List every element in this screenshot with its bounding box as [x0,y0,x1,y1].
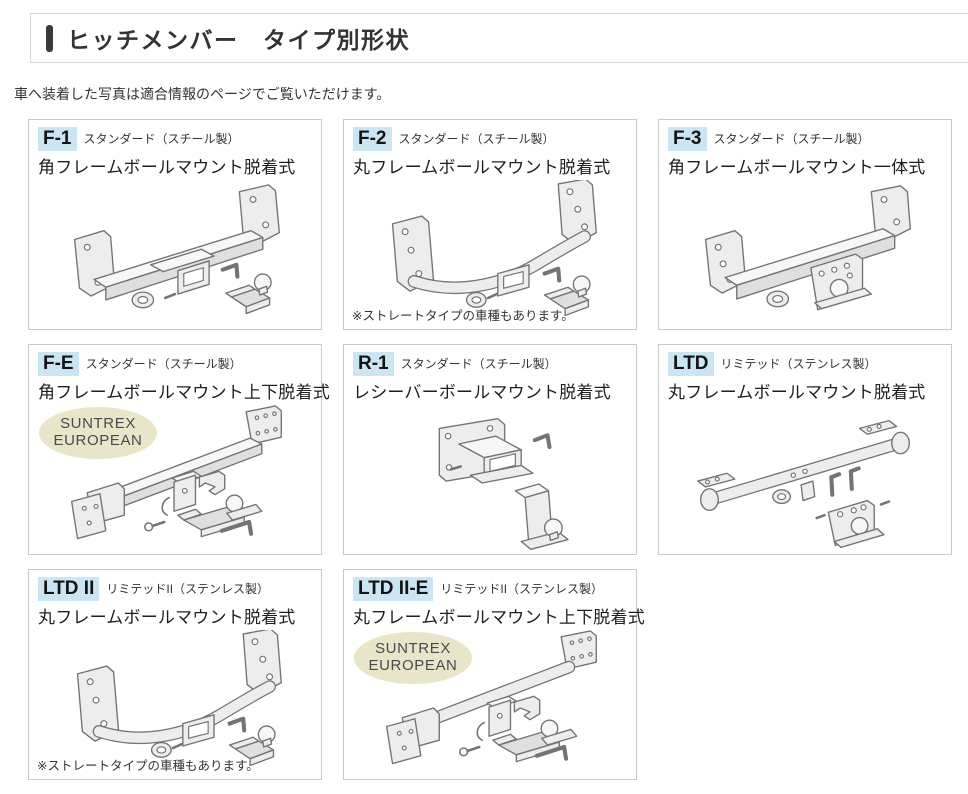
panel-head: LTD II-E リミテッドII（ステンレス製） 丸フレームボールマウント上下脱着… [344,570,645,628]
grade-label: リミテッド（ステンレス製） [720,357,877,372]
type-badge: R-1 [353,352,394,376]
panel-note: ※ストレートタイプの車種もあります。 [352,309,574,323]
panel-ltd2e: LTD II-E リミテッドII（ステンレス製） 丸フレームボールマウント上下脱着… [343,569,645,780]
type-badge: LTD II [38,577,100,601]
panel-note: ※ストレートタイプの車種もあります。 [37,759,259,773]
oval-line2: EUROPEAN [53,431,143,449]
grade-label: リミテッドII（ステンレス製） [440,582,604,597]
panel-ltd: LTD リミテッド（ステンレス製） 丸フレームボールマウント脱着式 [658,344,952,555]
type-name: 丸フレームボールマウント脱着式 [668,382,926,402]
hitch-diagram-f3 [663,180,947,326]
hitch-line-drawing [385,630,597,765]
panel-ltd2: LTD II リミテッドII（ステンレス製） 丸フレームボールマウント脱着式 [28,569,322,780]
type-grid: F-1 スタンダード（スチール製） 角フレームボールマウント脱着式 [28,119,968,780]
hitch-diagram-fe: SUNTREX EUROPEAN [33,405,317,551]
hitch-line-drawing [76,629,282,766]
type-badge: F-3 [668,127,707,151]
grade-label: スタンダード（スチール製） [713,132,870,147]
grade-label: リミテッドII（ステンレス製） [106,582,270,597]
page-title: ヒッチメンバー タイプ別形状 [67,27,410,53]
intro-text: 車へ装着した写真は適合情報のページでご覧いただけます。 [14,86,391,102]
oval-line2: EUROPEAN [368,656,458,674]
type-name: 丸フレームボールマウント脱着式 [38,607,296,627]
grade-label: スタンダード（スチール製） [398,132,555,147]
hitch-line-drawing [697,419,911,548]
oval-line1: SUNTREX [60,414,136,432]
hitch-line-drawing [438,417,569,550]
panel-f2: F-2 スタンダード（スチール製） 丸フレームボールマウント脱着式 [343,119,637,330]
panel-head: R-1 スタンダード（スチール製） レシーバーボールマウント脱着式 [344,345,636,403]
panel-head: F-2 スタンダード（スチール製） 丸フレームボールマウント脱着式 [344,120,636,178]
hitch-diagram-ltd2 [33,629,317,776]
grade-label: スタンダード（スチール製） [400,357,557,372]
suntrex-european-badge: SUNTREX EUROPEAN [354,631,472,684]
type-name: レシーバーボールマウント脱着式 [353,382,611,402]
type-badge: F-1 [38,127,77,151]
type-name: 角フレームボールマウント脱着式 [38,157,296,177]
type-badge: F-E [38,352,79,376]
oval-line1: SUNTREX [375,639,451,657]
panel-head: F-3 スタンダード（スチール製） 角フレームボールマウント一体式 [659,120,951,178]
grade-label: スタンダード（スチール製） [85,357,242,372]
hitch-diagram-f1 [33,180,317,326]
type-name: 角フレームボールマウント一体式 [668,157,926,177]
hitch-line-drawing [391,179,597,316]
hitch-line-drawing [73,183,281,315]
panel-r1: R-1 スタンダード（スチール製） レシーバーボールマウント脱着式 [343,344,637,555]
suntrex-european-badge: SUNTREX EUROPEAN [39,406,157,459]
hitch-diagram-f2 [348,179,632,326]
panel-f3: F-3 スタンダード（スチール製） 角フレームボールマウント一体式 [658,119,952,330]
panel-head: F-1 スタンダード（スチール製） 角フレームボールマウント脱着式 [29,120,321,178]
type-badge: F-2 [353,127,392,151]
type-name: 丸フレームボールマウント上下脱着式 [353,607,645,627]
panel-head: LTD II リミテッドII（ステンレス製） 丸フレームボールマウント脱着式 [29,570,321,628]
accent-bar [46,24,53,52]
section-header: ヒッチメンバー タイプ別形状 [30,13,968,63]
type-name: 角フレームボールマウント上下脱着式 [38,382,330,402]
panel-head: LTD リミテッド（ステンレス製） 丸フレームボールマウント脱着式 [659,345,951,403]
hitch-line-drawing [704,184,911,311]
type-badge: LTD [668,352,714,376]
grade-label: スタンダード（スチール製） [83,132,240,147]
panel-fe: F-E スタンダード（スチール製） 角フレームボールマウント上下脱着式 SUNTR… [28,344,330,555]
hitch-line-drawing [70,405,282,540]
panel-head: F-E スタンダード（スチール製） 角フレームボールマウント上下脱着式 [29,345,330,403]
hitch-diagram-ltd [663,405,947,551]
type-name: 丸フレームボールマウント脱着式 [353,157,611,177]
panel-f1: F-1 スタンダード（スチール製） 角フレームボールマウント脱着式 [28,119,322,330]
type-badge: LTD II-E [353,577,434,601]
hitch-diagram-ltd2e: SUNTREX EUROPEAN [348,630,632,776]
hitch-diagram-r1 [348,405,632,551]
